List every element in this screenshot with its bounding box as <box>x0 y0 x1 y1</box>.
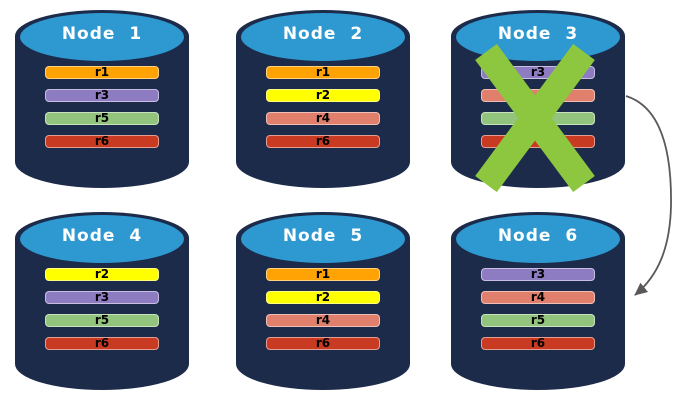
node-label: Node 6 <box>497 226 579 246</box>
node-6: Node 6 r3 r4 r5 r6 <box>448 206 628 392</box>
node-2: Node 2 r1 r2 r4 r6 <box>233 4 413 190</box>
replica-bar: r4 <box>266 112 380 125</box>
replica-bar: r5 <box>45 314 159 327</box>
replica-bar: r1 <box>45 66 159 79</box>
replica-label: r6 <box>315 336 331 350</box>
replica-bar: r6 <box>266 337 380 350</box>
replica-bar: r4 <box>481 291 595 304</box>
replica-label: r6 <box>530 336 546 350</box>
replica-label: r4 <box>530 290 546 304</box>
replica-label: r4 <box>315 313 331 327</box>
replica-label: r1 <box>315 267 331 281</box>
replica-bar: r6 <box>481 337 595 350</box>
replica-label: r2 <box>315 88 331 102</box>
node-3: Node 3 r3 <box>448 4 628 192</box>
replica-label: r5 <box>94 313 110 327</box>
replica-bar: r2 <box>266 291 380 304</box>
replica-bar: r6 <box>45 135 159 148</box>
replica-label: r3 <box>530 65 546 79</box>
replica-bar: r3 <box>45 291 159 304</box>
failure-x-icon <box>475 44 595 192</box>
replica-label: r2 <box>94 267 110 281</box>
replica-bar: r3 <box>45 89 159 102</box>
replica-bar: r2 <box>266 89 380 102</box>
replica-label: r5 <box>530 313 546 327</box>
replica-label: r1 <box>315 65 331 79</box>
replica-bar: r6 <box>45 337 159 350</box>
node-label: Node 3 <box>497 24 579 44</box>
replica-bar: r5 <box>45 112 159 125</box>
replica-bar: r4 <box>266 314 380 327</box>
replica-bar: r2 <box>45 268 159 281</box>
replica-bar: r1 <box>266 66 380 79</box>
replica-label: r6 <box>94 336 110 350</box>
replica-label: r3 <box>530 267 546 281</box>
node-5: Node 5 r1 r2 r4 r6 <box>233 206 413 392</box>
node-label: Node 1 <box>61 24 143 44</box>
replica-bar: r1 <box>266 268 380 281</box>
replica-label: r6 <box>94 134 110 148</box>
node-1: Node 1 r1 r3 r5 r6 <box>12 4 192 190</box>
replica-label: r2 <box>315 290 331 304</box>
replica-label: r3 <box>94 88 110 102</box>
node-label: Node 2 <box>282 24 364 44</box>
replica-label: r3 <box>94 290 110 304</box>
replica-label: r4 <box>315 111 331 125</box>
replica-label: r1 <box>94 65 110 79</box>
replica-bar: r5 <box>481 314 595 327</box>
node-label: Node 5 <box>282 226 364 246</box>
rebalance-arrow <box>625 95 672 296</box>
replica-bar: r6 <box>266 135 380 148</box>
node-4: Node 4 r2 r3 r5 r6 <box>12 206 192 392</box>
replica-label: r5 <box>94 111 110 125</box>
replica-bar: r3 <box>481 268 595 281</box>
replica-label: r6 <box>315 134 331 148</box>
node-label: Node 4 <box>61 226 143 246</box>
